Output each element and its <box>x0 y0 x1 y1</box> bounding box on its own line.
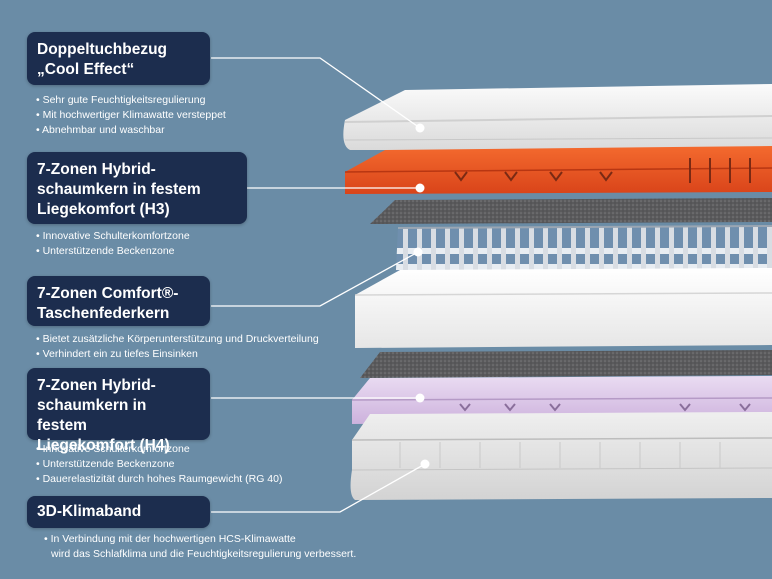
bullet-item: Unterstützende Beckenzone <box>36 457 282 472</box>
felt-layer-bottom <box>360 350 772 378</box>
label-line: Doppeltuchbezug <box>37 41 168 58</box>
label-line: schaumkern in festem <box>37 181 201 198</box>
bullet-item: Bietet zusätzliche Körperunterstützung u… <box>36 332 319 347</box>
felt-layer-top <box>370 198 772 224</box>
bullets-doppeltuchbezug: Sehr gute Feuchtigkeitsregulierung Mit h… <box>36 93 226 138</box>
label-doppeltuchbezug: Doppeltuchbezug „Cool Effect“ <box>27 32 210 85</box>
callout-dot-cover <box>415 123 425 133</box>
bullet-item: Dauerelastizität durch hohes Raumgewicht… <box>36 472 283 487</box>
bullet-item: wird das Schlafklima und die Feuchtigkei… <box>51 548 357 560</box>
top-cover-layer <box>343 84 772 150</box>
label-hybrid-h4: 7-Zonen Hybrid- schaumkern in festem Lie… <box>27 368 210 454</box>
orange-foam-layer <box>344 146 772 194</box>
callout-dot-orange-foam <box>415 183 425 193</box>
bullet-item: Unterstützende Beckenzone <box>36 244 190 259</box>
bullet-item: Verhindert ein zu tiefes Einsinken <box>36 347 319 362</box>
label-line: Liegekomfort (H3) <box>37 201 170 218</box>
bullets-hybrid-h4: Innovative Schulterkomfortzone Unterstüt… <box>36 442 283 487</box>
label-line: 7-Zonen Hybrid- <box>37 161 156 178</box>
callout-dot-springs <box>413 247 423 257</box>
bullets-hybrid-h3: Innovative Schulterkomfortzone Unterstüt… <box>36 229 190 259</box>
bullet-item: Innovative Schulterkomfortzone <box>36 229 190 244</box>
label-line: 3D-Klimaband <box>37 503 142 520</box>
bullets-3d-klimaband: • In Verbindung mit der hochwertigen HCS… <box>44 532 356 562</box>
label-line: Taschenfederkern <box>37 305 170 322</box>
bullet-item: Mit hochwertiger Klimawatte versteppet <box>36 108 226 123</box>
callout-dot-climate-band <box>420 459 430 469</box>
bottom-case-layer <box>350 412 772 500</box>
callout-dot-lilac-foam <box>415 393 425 403</box>
bullet-item: Abnehmbar und waschbar <box>36 123 226 138</box>
bullet-item: Innovative Schulterkomfortzone <box>36 442 282 457</box>
label-comfort-taschenfederkern: 7-Zonen Comfort®- Taschenfederkern <box>27 276 210 326</box>
label-line: 7-Zonen Hybrid- <box>37 377 156 394</box>
label-line: „Cool Effect“ <box>37 61 135 78</box>
label-line: 7-Zonen Comfort®- <box>37 285 179 302</box>
white-foam-slab <box>354 268 772 348</box>
bullet-item: Sehr gute Feuchtigkeitsregulierung <box>36 93 226 108</box>
label-hybrid-h3: 7-Zonen Hybrid- schaumkern in festem Lie… <box>27 152 247 224</box>
bullets-comfort-taschenfederkern: Bietet zusätzliche Körperunterstützung u… <box>36 332 319 362</box>
bullet-item: • In Verbindung mit der hochwertigen HCS… <box>44 533 296 545</box>
label-3d-klimaband: 3D-Klimaband <box>27 496 210 528</box>
label-line: schaumkern in festem <box>37 397 147 434</box>
